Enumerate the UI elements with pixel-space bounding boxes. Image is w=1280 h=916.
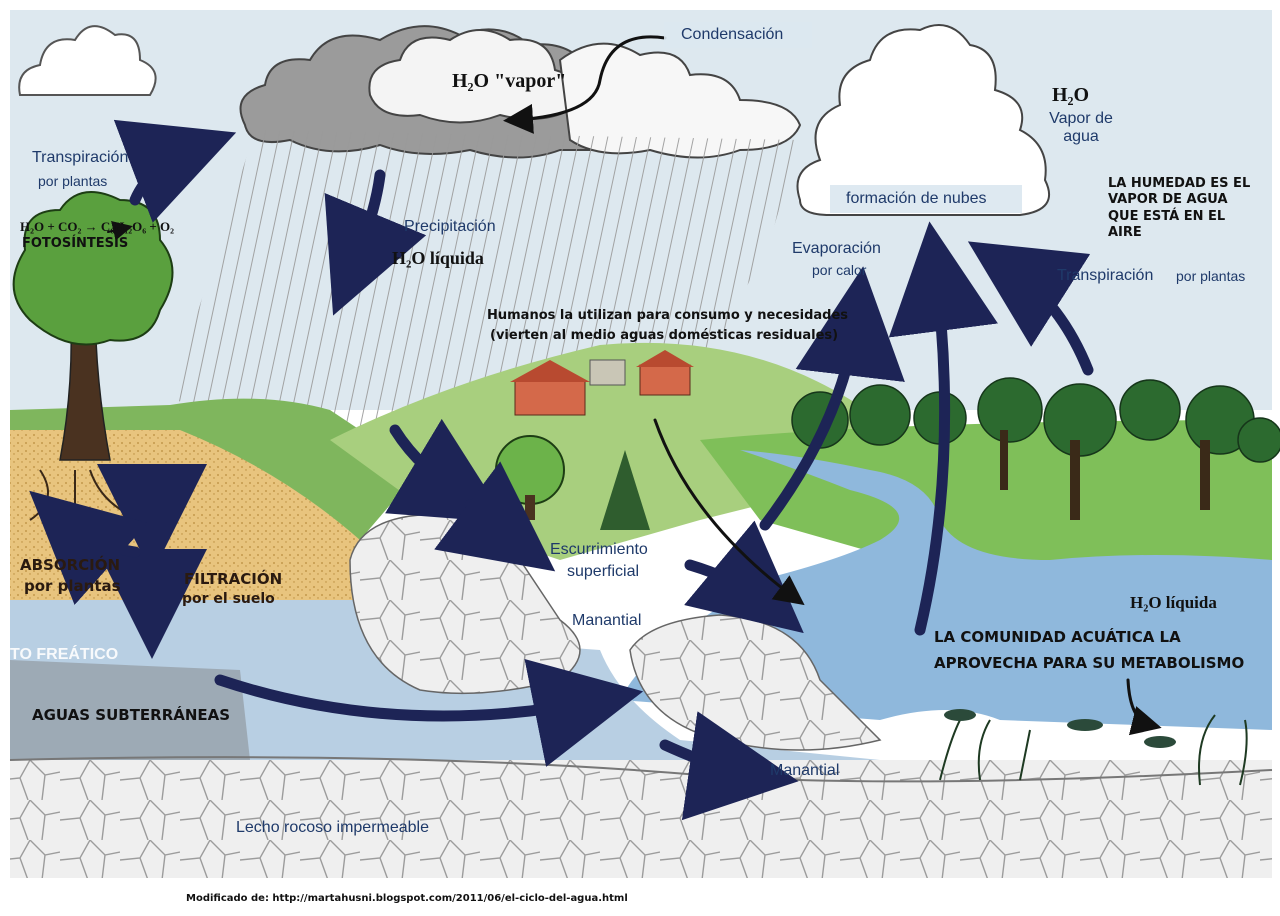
groundwater-label: AGUAS SUBTERRÁNEAS bbox=[32, 706, 231, 724]
transpiration-right-arrow bbox=[967, 241, 1094, 376]
absorption-arrow bbox=[29, 490, 148, 605]
aquatic-plants bbox=[939, 714, 1248, 786]
runoff-label: Escurrimiento bbox=[550, 541, 648, 558]
h2o-liquid-top-label: H₂O líquida bbox=[392, 248, 484, 268]
cloud-formation-label: formación de nubes bbox=[846, 190, 987, 207]
runoff-sub: superficial bbox=[567, 563, 640, 580]
process-arrows bbox=[29, 119, 1094, 821]
runoff-arrow-3 bbox=[684, 520, 804, 634]
absorption-sub: por plantas bbox=[24, 577, 121, 595]
h2o-vapor-label: H₂O "vapor" bbox=[452, 70, 567, 92]
photosynthesis-label: FOTOSÍNTESIS bbox=[22, 236, 129, 251]
condensation-label: Condensación bbox=[681, 26, 784, 43]
h2o-liquid-right-label: H₂O líquida bbox=[1130, 593, 1217, 612]
h2o-formula-label: H₂O bbox=[1052, 84, 1090, 106]
credit-note: Modificado de: http://martahusni.blogspo… bbox=[186, 893, 628, 904]
human-use-arrow bbox=[653, 418, 805, 606]
precipitation-arrow bbox=[324, 169, 427, 316]
evaporation-arrow-2 bbox=[888, 221, 998, 636]
transpiration-right-sub: por plantas bbox=[1176, 268, 1246, 284]
spring-lower-label: Manantial bbox=[770, 762, 840, 779]
cloud-icon bbox=[796, 24, 1051, 216]
transpiration-left-arrow bbox=[113, 119, 237, 223]
filtration-label: FILTRACIÓN bbox=[184, 570, 283, 588]
bedrock-label: Lecho rocoso impermeable bbox=[236, 819, 429, 836]
fish-icon bbox=[944, 709, 1176, 748]
absorption-label: ABSORCIÓN bbox=[20, 556, 121, 574]
transpiration-right-label: Transpiración bbox=[1057, 267, 1154, 284]
evaporation-arrow-1 bbox=[759, 266, 905, 531]
spring-arrow bbox=[659, 711, 799, 821]
groundwater-arrow bbox=[214, 658, 644, 767]
cloud-icon bbox=[18, 25, 157, 96]
human-use-label: Humanos la utilizan para consumo y neces… bbox=[487, 308, 849, 323]
aquatic-arrow bbox=[1126, 678, 1162, 736]
filtration-sub: por el suelo bbox=[182, 591, 275, 607]
aquatic-community-line1: LA COMUNIDAD ACUÁTICA LA bbox=[934, 628, 1181, 646]
aquatic-community-line2: APROVECHA PARA SU METABOLISMO bbox=[934, 654, 1245, 672]
water-table-label: TO FREÁTICO bbox=[10, 646, 119, 663]
transpiration-left-sub: por plantas bbox=[38, 173, 108, 189]
photosynthesis-equation: H₂O + CO₂ → C₆H₁₂O₆ + O₂ bbox=[20, 219, 175, 234]
vapor-de-agua-label: Vapor de agua bbox=[1049, 110, 1113, 146]
spring-upper-label: Manantial bbox=[572, 612, 642, 629]
field-right bbox=[700, 420, 1272, 590]
house-icon bbox=[510, 350, 694, 416]
condensation-pointer-arrow bbox=[503, 35, 667, 134]
evaporation-label: Evaporación bbox=[792, 240, 881, 257]
humidity-note: LA HUMEDAD ES EL VAPOR DE AGUA QUE ESTÁ … bbox=[1108, 176, 1251, 240]
precipitation-label: Precipitación bbox=[404, 218, 496, 235]
photosynthesis-arrow bbox=[107, 221, 133, 241]
runoff-arrow-2 bbox=[434, 461, 556, 572]
tree-icon bbox=[791, 377, 1280, 463]
wastewater-label: (vierten al medio aguas domésticas resid… bbox=[490, 328, 839, 343]
transpiration-left-label: Transpiración bbox=[32, 149, 129, 166]
evaporation-sub: por calor bbox=[812, 262, 867, 278]
